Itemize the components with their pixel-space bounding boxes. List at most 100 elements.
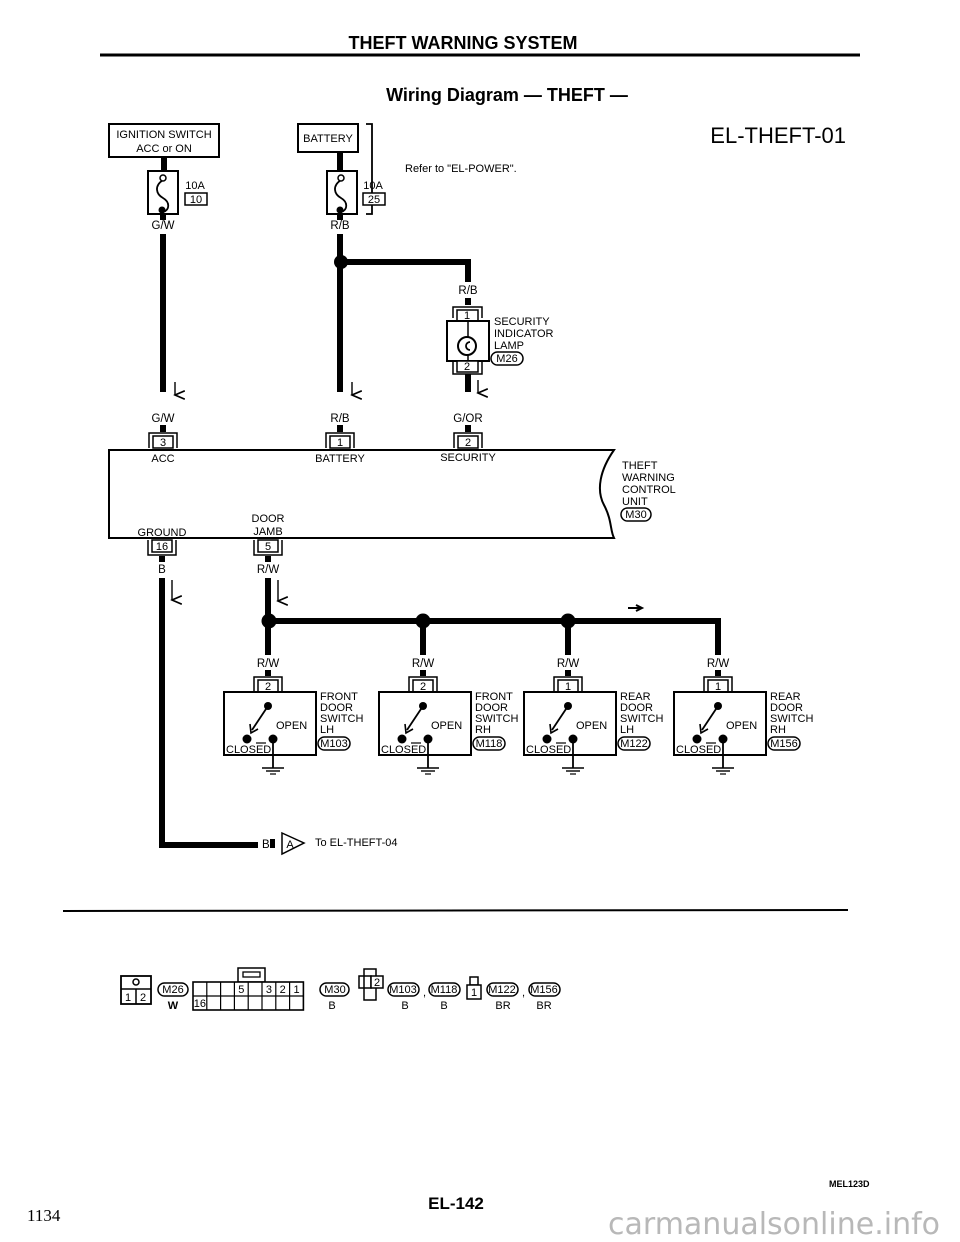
section-title: THEFT WARNING SYSTEM xyxy=(349,33,578,53)
connector-view-m122-m156: 1 M122 , BR M156 BR xyxy=(466,976,561,1012)
svg-text:2: 2 xyxy=(374,977,380,989)
svg-text:BR: BR xyxy=(495,1000,510,1012)
svg-text:16: 16 xyxy=(156,541,168,553)
power-bracket xyxy=(366,123,373,215)
svg-text:OPEN: OPEN xyxy=(726,720,757,732)
svg-text:1: 1 xyxy=(715,681,721,693)
wire-b-ground xyxy=(159,578,258,848)
security-indicator-lamp: 1 2 SECURITY INDICATOR LAMP M26 xyxy=(446,306,554,375)
svg-text:REAR: REAR xyxy=(620,691,651,703)
svg-text:CONTROL: CONTROL xyxy=(622,484,676,496)
svg-text:B: B xyxy=(158,564,166,576)
svg-text:B: B xyxy=(328,1000,335,1012)
svg-text:UNIT: UNIT xyxy=(622,496,648,508)
pin-label: 2 xyxy=(280,984,286,996)
svg-text:B: B xyxy=(401,1000,408,1012)
svg-text:3: 3 xyxy=(160,437,166,449)
svg-text:REAR: REAR xyxy=(770,691,801,703)
svg-text:FRONT: FRONT xyxy=(320,691,358,703)
svg-text:M30: M30 xyxy=(625,509,646,521)
svg-text:A: A xyxy=(286,839,294,851)
svg-text:WARNING: WARNING xyxy=(622,472,675,484)
svg-text:B: B xyxy=(262,839,270,851)
svg-text:ACC or ON: ACC or ON xyxy=(136,143,192,155)
svg-text:M103: M103 xyxy=(389,984,417,996)
svg-text:G/OR: G/OR xyxy=(453,413,482,425)
svg-text:CLOSED: CLOSED xyxy=(676,744,721,756)
svg-text:M122: M122 xyxy=(488,984,516,996)
svg-text:LH: LH xyxy=(320,724,334,736)
svg-text:FRONT: FRONT xyxy=(475,691,513,703)
svg-text:ACC: ACC xyxy=(151,453,174,465)
svg-text:M118: M118 xyxy=(476,738,503,750)
svg-text:DOOR: DOOR xyxy=(252,513,285,525)
svg-text:DOOR: DOOR xyxy=(320,702,353,714)
svg-text:M122: M122 xyxy=(620,738,648,750)
diagram-title: Wiring Diagram — THEFT — xyxy=(386,85,628,105)
svg-text:G/W: G/W xyxy=(152,413,175,425)
battery: BATTERY xyxy=(297,123,359,153)
page-label: EL-142 xyxy=(428,1194,484,1213)
svg-text:BATTERY: BATTERY xyxy=(315,453,365,465)
control-unit-pin-acc: G/W 3 ACC xyxy=(148,413,178,465)
svg-text:OPEN: OPEN xyxy=(431,720,462,732)
svg-text:10A: 10A xyxy=(185,180,205,192)
svg-text:R/W: R/W xyxy=(257,564,280,576)
pin-label: 16 xyxy=(194,998,206,1010)
svg-text:R/B: R/B xyxy=(330,413,350,425)
svg-text:SWITCH: SWITCH xyxy=(320,713,363,725)
offpage-connector-a: B A To EL-THEFT-04 xyxy=(262,831,398,856)
pin-label: 5 xyxy=(238,984,244,996)
svg-text:SECURITY: SECURITY xyxy=(494,316,550,328)
svg-text:SWITCH: SWITCH xyxy=(475,713,518,725)
wire-rb-branch xyxy=(347,259,471,282)
section-rule xyxy=(62,909,849,912)
pin-label: 3 xyxy=(266,984,272,996)
svg-text:CLOSED: CLOSED xyxy=(226,744,271,756)
svg-text:SWITCH: SWITCH xyxy=(620,713,663,725)
svg-text:,: , xyxy=(522,987,525,999)
diagram-code: EL-THEFT-01 xyxy=(710,123,846,148)
svg-text:THEFT: THEFT xyxy=(622,460,658,472)
svg-text:,: , xyxy=(423,987,426,999)
svg-text:2: 2 xyxy=(265,681,271,693)
fuse-10: 10A 10 xyxy=(147,170,208,215)
svg-text:OPEN: OPEN xyxy=(276,720,307,732)
svg-text:BR: BR xyxy=(536,1000,551,1012)
svg-text:GROUND: GROUND xyxy=(138,527,187,539)
svg-text:R/W: R/W xyxy=(707,658,730,670)
svg-text:OPEN: OPEN xyxy=(576,720,607,732)
svg-text:R/W: R/W xyxy=(557,658,580,670)
svg-text:1: 1 xyxy=(565,681,571,693)
svg-text:SECURITY: SECURITY xyxy=(440,452,496,464)
svg-text:10A: 10A xyxy=(363,180,383,192)
fuse-25: 10A 25 xyxy=(326,170,386,215)
refer-note: Refer to "EL-POWER". xyxy=(405,163,517,175)
page-number: 1134 xyxy=(27,1206,61,1225)
svg-text:M26: M26 xyxy=(162,984,183,996)
figure-code: MEL123D xyxy=(829,1179,870,1189)
svg-text:2: 2 xyxy=(464,361,470,373)
svg-text:IGNITION SWITCH: IGNITION SWITCH xyxy=(116,129,211,141)
wire-color-gw: G/W xyxy=(152,220,175,232)
svg-text:RH: RH xyxy=(770,724,786,736)
svg-text:DOOR: DOOR xyxy=(620,702,653,714)
svg-text:R/B: R/B xyxy=(458,285,478,297)
svg-text:BATTERY: BATTERY xyxy=(303,133,353,145)
svg-text:M156: M156 xyxy=(770,738,798,750)
svg-text:M26: M26 xyxy=(496,353,517,365)
theft-warning-control-unit xyxy=(108,449,616,539)
svg-text:To EL-THEFT-04: To EL-THEFT-04 xyxy=(315,837,398,849)
svg-text:LAMP: LAMP xyxy=(494,340,524,352)
svg-text:M118: M118 xyxy=(431,984,458,996)
wire-color-rb: R/B xyxy=(330,220,350,232)
svg-text:5: 5 xyxy=(265,541,271,553)
svg-text:DOOR: DOOR xyxy=(475,702,508,714)
connector-view-m26: 1 2 M26 W xyxy=(120,975,189,1012)
